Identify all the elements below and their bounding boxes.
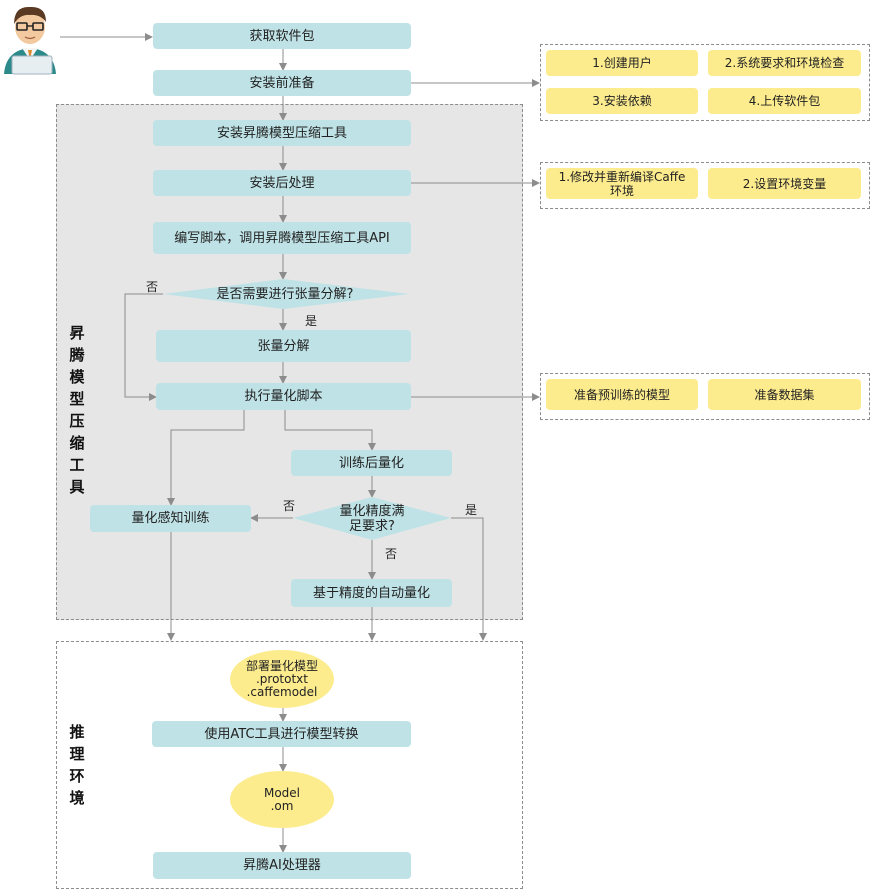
note-sys-check: 2.系统要求和环境检查 — [708, 50, 861, 76]
arrow-exec-quant-to-ptq — [284, 410, 376, 451]
step-ascend-ai: 昇腾AI处理器 — [153, 852, 411, 879]
oval-deploy-line2: .prototxt — [255, 671, 308, 686]
note-prep-model: 准备预训练的模型 — [546, 379, 698, 410]
step-tensor-decomp: 张量分解 — [156, 330, 411, 362]
oval-deploy-line3: .caffemodel — [246, 684, 318, 699]
note-prep-dataset: 准备数据集 — [708, 379, 861, 410]
oval-om-line2: .om — [270, 798, 294, 813]
edge-label-yes-accuracy-right: 是 — [465, 503, 478, 517]
edge-label-no-decomp: 否 — [146, 280, 159, 294]
note-caffe-line1: 1.修改并重新编译Caffe — [558, 169, 686, 184]
step-qat: 量化感知训练 — [90, 505, 251, 532]
step-get-package: 获取软件包 — [153, 23, 411, 49]
step-auto-quant: 基于精度的自动量化 — [291, 579, 452, 607]
decision-accuracy-label: 量化精度满 足要求? — [320, 503, 424, 535]
edge-label-yes-decomp: 是 — [305, 314, 318, 328]
step-post-install: 安装后处理 — [153, 170, 411, 196]
arrow-no-decomp-to-exec-quant — [124, 293, 163, 401]
quant-prep-notes-zone — [540, 373, 870, 420]
edge-label-no-accuracy-left: 否 — [283, 499, 296, 513]
step-exec-quant: 执行量化脚本 — [156, 383, 411, 410]
decision-need-decomp-shape — [163, 279, 409, 309]
oval-deploy-line1: 部署量化模型 — [245, 658, 318, 673]
pre-install-notes-zone — [540, 44, 870, 121]
post-install-notes-zone — [540, 162, 870, 209]
arrow-exec-quant-to-qat — [167, 410, 245, 506]
step-pre-install: 安装前准备 — [153, 70, 411, 96]
note-install-deps: 3.安装依赖 — [546, 88, 698, 114]
step-ptq: 训练后量化 — [291, 450, 452, 476]
oval-om-line1: Model — [263, 785, 301, 800]
inference-env-zone — [56, 641, 523, 889]
note-caffe: 1.修改并重新编译Caffe 环境 — [546, 168, 698, 199]
arrow-decision-yes-to-inference — [451, 517, 487, 641]
step-write-script: 编写脚本，调用昇腾模型压缩工具API — [153, 222, 411, 254]
oval-om-model: Model .om — [230, 771, 334, 828]
step-install-tool: 安装昇腾模型压缩工具 — [153, 120, 411, 146]
compress-tool-zone-label: 昇腾模型压缩工具 — [69, 324, 85, 496]
note-upload-pkg: 4.上传软件包 — [708, 88, 861, 114]
edge-label-no-accuracy-down: 否 — [385, 547, 398, 561]
user-avatar-icon — [0, 0, 62, 76]
inference-env-zone-label: 推理环境 — [69, 723, 85, 807]
decision-need-decomp-label: 是否需要进行张量分解? — [216, 286, 354, 302]
note-caffe-line2: 环境 — [609, 183, 634, 198]
note-create-user: 1.创建用户 — [546, 50, 698, 76]
decision-accuracy-line2: 足要求? — [349, 519, 395, 534]
decision-accuracy-line1: 量化精度满 — [339, 504, 405, 519]
note-env-vars: 2.设置环境变量 — [708, 168, 861, 199]
oval-deploy-model: 部署量化模型 .prototxt .caffemodel — [230, 650, 334, 708]
step-atc-convert: 使用ATC工具进行模型转换 — [152, 721, 411, 747]
decision-accuracy-shape — [293, 497, 451, 540]
